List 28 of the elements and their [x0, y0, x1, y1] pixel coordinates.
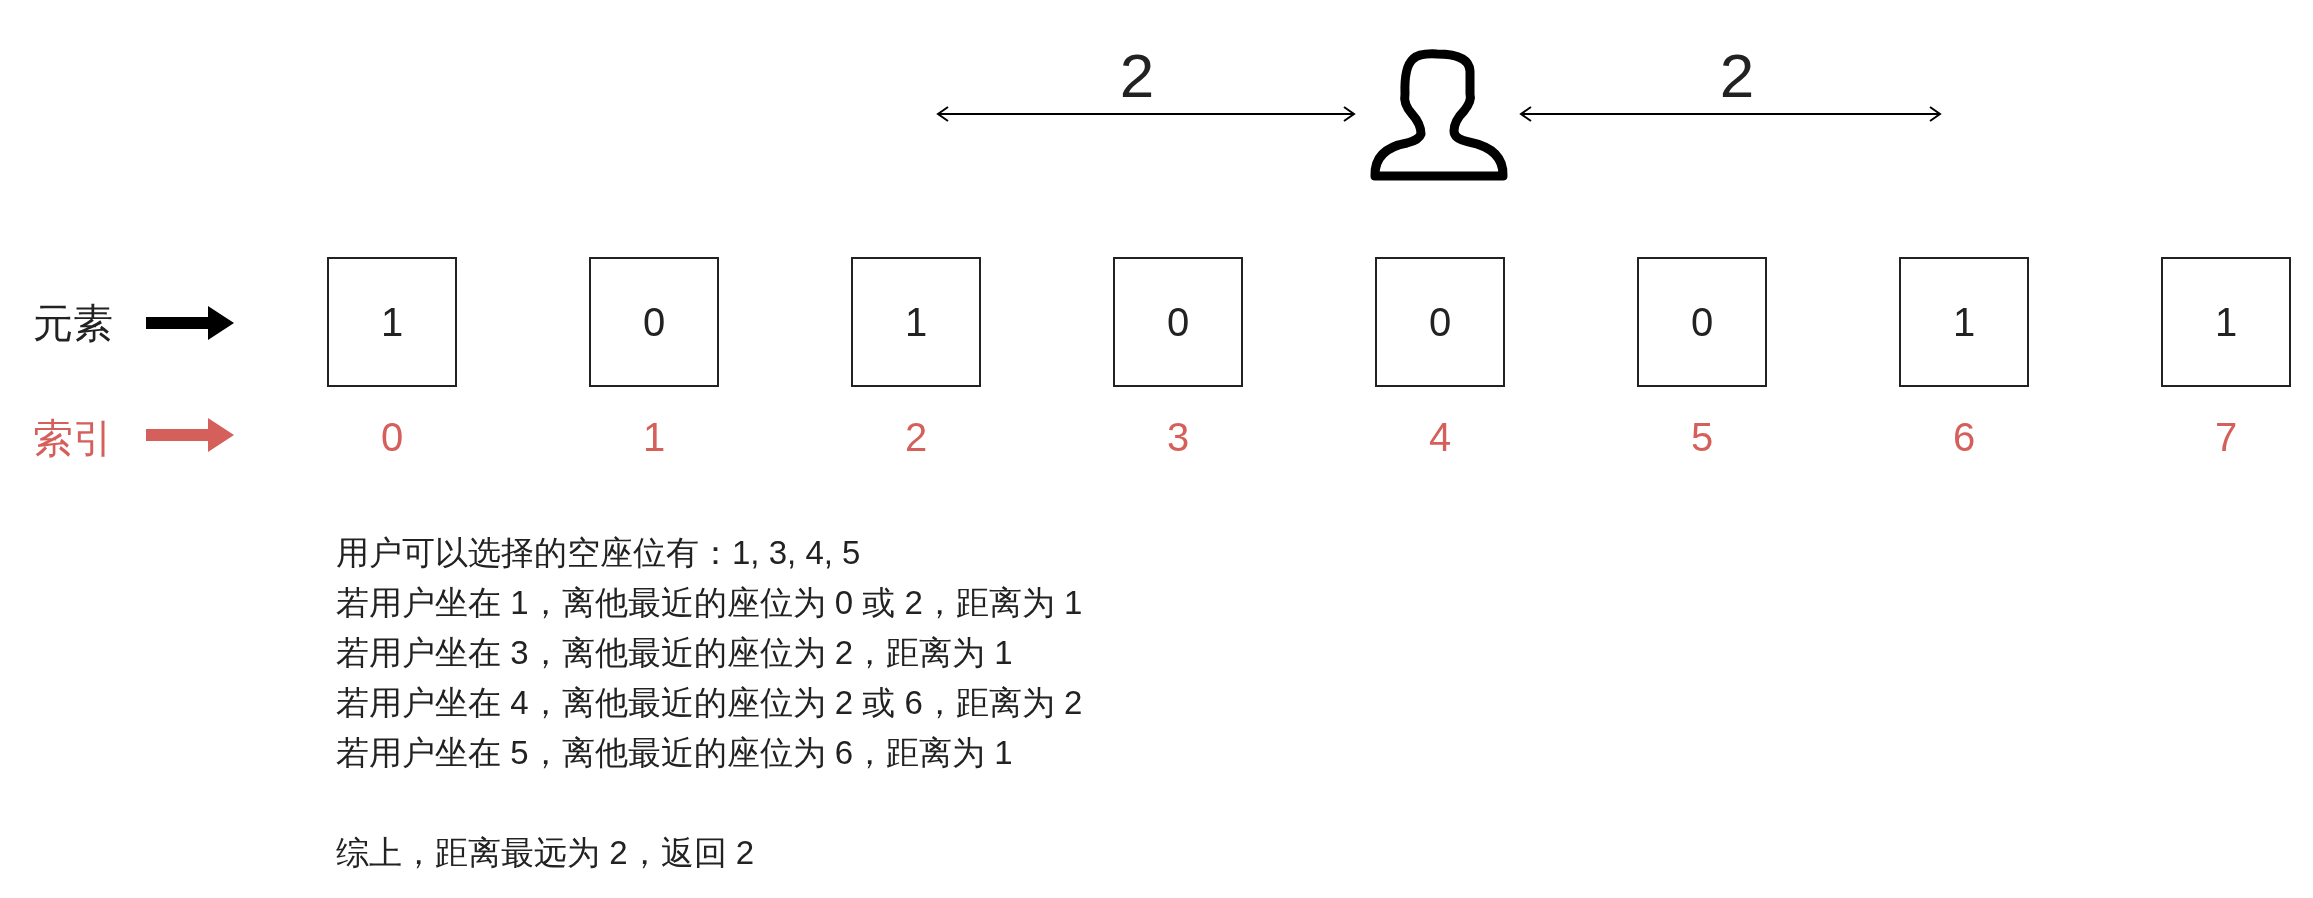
- index-number: 6: [1951, 414, 1977, 461]
- index-number: 3: [1165, 414, 1191, 461]
- row-label: 索引: [33, 410, 113, 466]
- note-line: 若用户坐在 5，离他最近的座位为 6，距离为 1: [336, 733, 1013, 773]
- index-number: 0: [379, 414, 405, 461]
- array-cell: 1: [2161, 257, 2291, 387]
- array-cell: 1: [327, 257, 457, 387]
- array-cell: 1: [851, 257, 981, 387]
- array-cell: 0: [589, 257, 719, 387]
- note-line: 若用户坐在 1，离他最近的座位为 0 或 2，距离为 1: [336, 583, 1083, 623]
- index-number: 1: [641, 414, 667, 461]
- note-line: 用户可以选择的空座位有：1, 3, 4, 5: [336, 533, 861, 573]
- array-cell: 0: [1375, 257, 1505, 387]
- arrow: [146, 418, 234, 452]
- array-cell: 0: [1637, 257, 1767, 387]
- dimension-label: 2: [1118, 44, 1156, 108]
- index-number: 5: [1689, 414, 1715, 461]
- array-cell: 1: [1899, 257, 2029, 387]
- index-number: 7: [2213, 414, 2239, 461]
- note-line: 若用户坐在 4，离他最近的座位为 2 或 6，距离为 2: [336, 683, 1083, 723]
- arrow: [146, 306, 234, 340]
- row-label: 元素: [33, 295, 113, 351]
- index-number: 2: [903, 414, 929, 461]
- dimension-label: 2: [1718, 44, 1756, 108]
- note-line: 综上，距离最远为 2，返回 2: [336, 833, 755, 873]
- array-cell: 0: [1113, 257, 1243, 387]
- note-line: 若用户坐在 3，离他最近的座位为 2，距离为 1: [336, 633, 1013, 673]
- index-number: 4: [1427, 414, 1453, 461]
